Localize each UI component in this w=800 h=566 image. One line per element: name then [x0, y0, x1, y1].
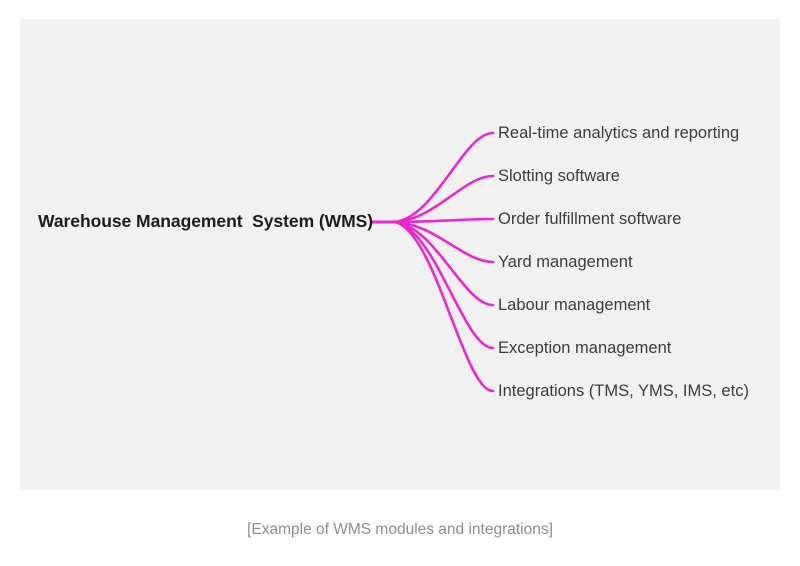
- branch-connector: [393, 220, 495, 307]
- branch-connector: [393, 217, 495, 224]
- diagram-panel: Warehouse Management System (WMS) Real-t…: [20, 19, 780, 490]
- branch-label-text: Slotting software: [498, 166, 620, 185]
- root-node-label: Warehouse Management System (WMS): [38, 211, 374, 232]
- branch-label-text: Real-time analytics and reporting: [498, 123, 740, 142]
- branch-label-text: Labour management: [498, 295, 651, 314]
- branch-label[interactable]: Slotting software: [498, 164, 620, 188]
- branch-connector: [393, 174, 495, 224]
- branch-label[interactable]: Labour management: [498, 293, 650, 317]
- branch-connector: [393, 220, 495, 350]
- branch-connector: [393, 220, 495, 264]
- branch-label-text: Yard management: [498, 252, 633, 271]
- branch-connectors: [371, 131, 495, 393]
- branch-label-text: Integrations (TMS, YMS, IMS, etc): [498, 381, 749, 400]
- figure-caption: [Example of WMS modules and integrations…: [247, 521, 553, 538]
- branch-connector: [393, 220, 495, 393]
- branch-label[interactable]: Real-time analytics and reporting: [498, 121, 739, 145]
- branch-label-text: Order fulfillment software: [498, 209, 682, 228]
- branch-label[interactable]: Integrations (TMS, YMS, IMS, etc): [498, 379, 749, 403]
- branch-label[interactable]: Exception management: [498, 336, 671, 360]
- branch-label-text: Exception management: [498, 338, 672, 357]
- branch-label[interactable]: Yard management: [498, 250, 633, 274]
- branch-label[interactable]: Order fulfillment software: [498, 207, 681, 231]
- branch-connector: [393, 131, 495, 224]
- root-node[interactable]: Warehouse Management System (WMS): [38, 209, 398, 235]
